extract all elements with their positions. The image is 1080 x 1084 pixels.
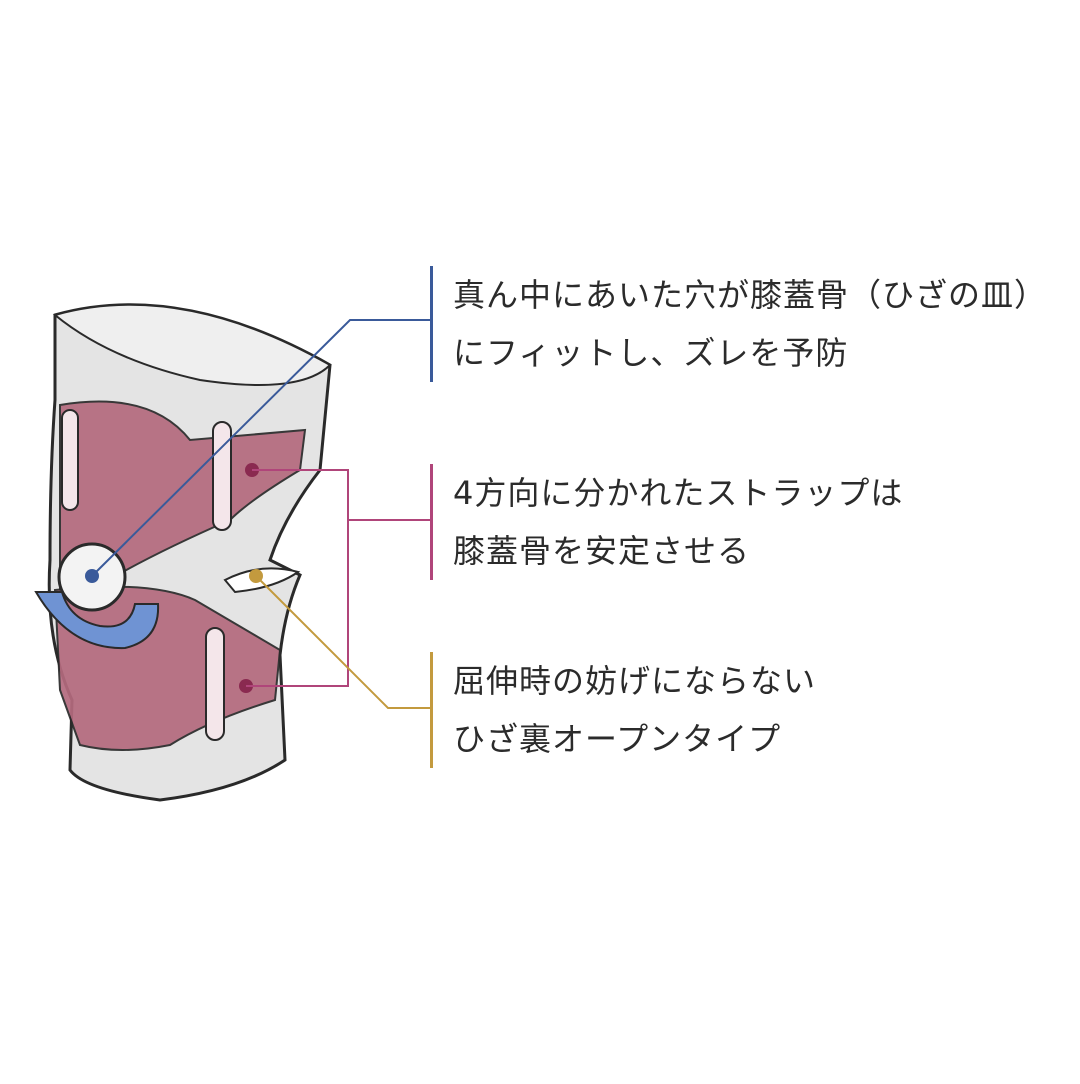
patella-leader-line [91,319,430,577]
callout-four-way-strap: 4方向に分かれたストラップは 膝蓋骨を安定させる [430,464,903,580]
callout-strap-line-2: 膝蓋骨を安定させる [453,532,751,570]
patella-cushion [34,591,160,650]
upper-strap-panel [59,400,307,592]
callout-patella-fit: 真ん中にあいた穴が膝蓋骨（ひざの皿） にフィットし、ズレを予防 [430,266,1047,382]
strap-slot-upper-right [212,421,232,531]
callout-open-back-line-1: 屈伸時の妨げにならない [453,662,817,700]
strap-slot-lower-right [205,627,225,741]
strap-leader-line [246,469,349,687]
callout-patella-line-2: にフィットし、ズレを予防 [453,334,849,372]
callout-open-back-line-2: ひざ裏オープンタイプ [453,720,782,758]
callout-patella-line-1: 真ん中にあいた穴が膝蓋骨（ひざの皿） [453,276,1048,314]
strap-slot-left [61,409,79,511]
open-back-leader-line [255,575,430,709]
callout-open-back: 屈伸時の妨げにならない ひざ裏オープンタイプ [430,652,816,768]
callout-strap-line-1: 4方向に分かれたストラップは [453,474,904,512]
sleeve-top-cuff [52,303,332,386]
